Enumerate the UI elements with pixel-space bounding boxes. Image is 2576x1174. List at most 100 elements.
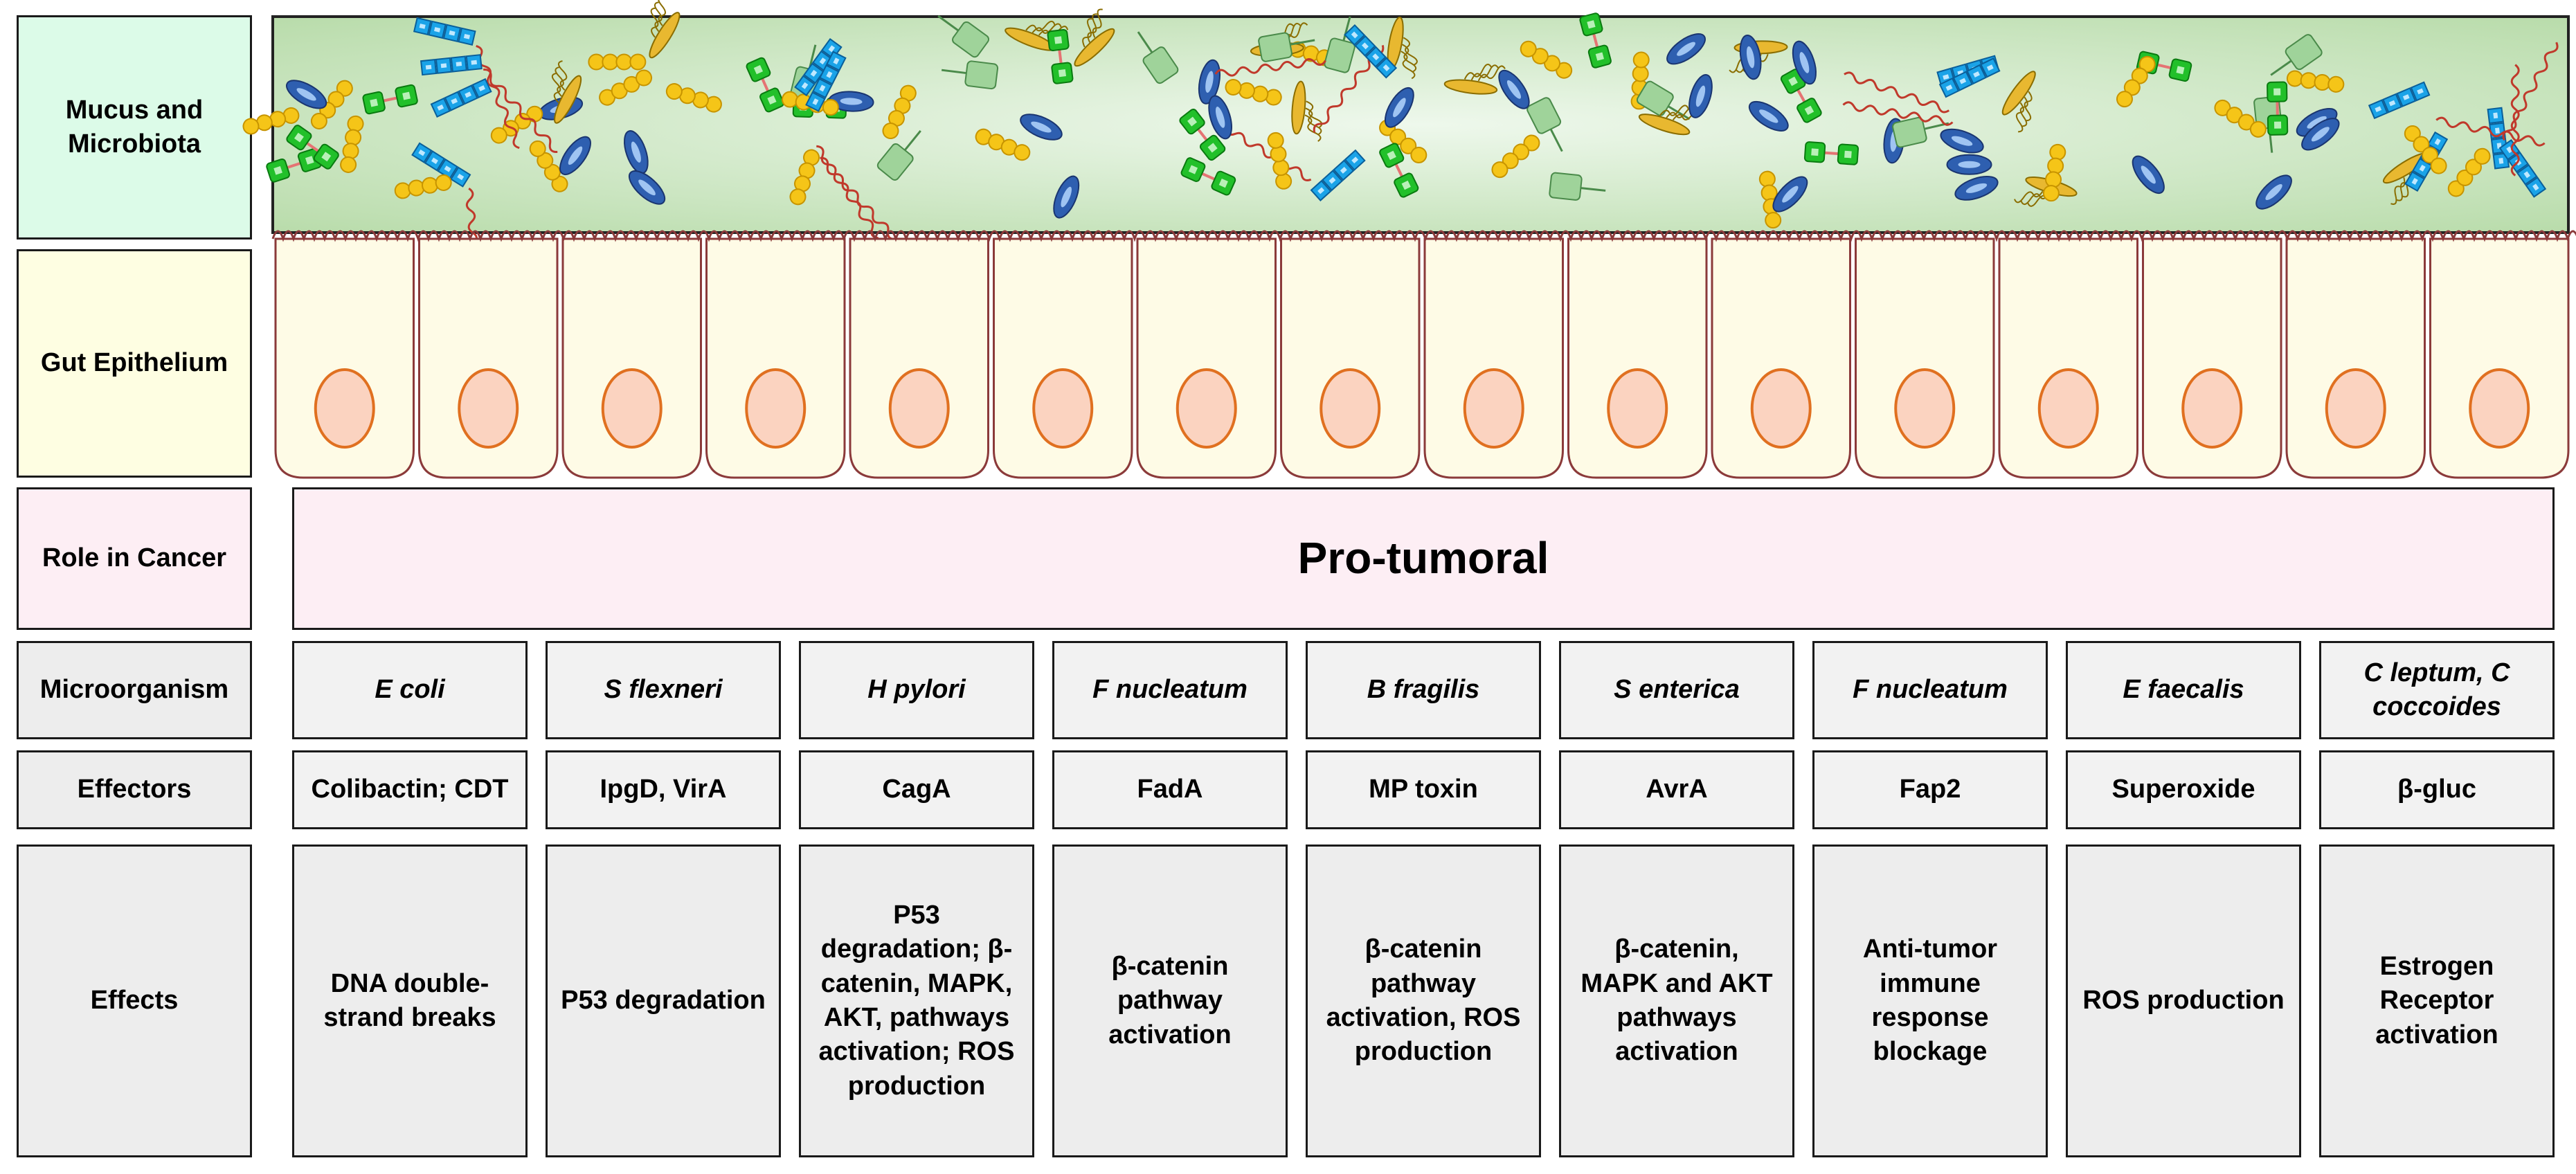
effect-cell: β-catenin pathway activation [1052, 845, 1288, 1157]
mucus-layer [271, 15, 2570, 234]
coccus-chain [529, 140, 568, 192]
row-label-effects: Effects [17, 845, 252, 1157]
blue-oval [1792, 40, 1817, 85]
spirochete [2502, 42, 2559, 141]
effector-cell: MP toxin [1306, 750, 1541, 829]
effector-cell: Superoxide [2066, 750, 2301, 829]
effect-cell: P53 degradation [546, 845, 781, 1157]
nucleus [2181, 368, 2243, 449]
nucleus [1894, 368, 1956, 449]
row-label-microorganism: Microorganism [17, 641, 252, 739]
blue-oval [1946, 154, 1992, 175]
epithelial-cell [705, 237, 846, 479]
green-diplococcus [1579, 12, 1612, 69]
pale-rod [1526, 97, 1563, 152]
effector-cell: Colibactin; CDT [292, 750, 528, 829]
green-diplococcus [1803, 141, 1859, 165]
coccus-chain [599, 69, 653, 106]
spirochete [2435, 116, 2546, 147]
blue-oval [2132, 155, 2165, 195]
epithelial-cell [274, 237, 415, 479]
nucleus [2469, 368, 2530, 449]
effect-cell: Estrogen Receptor activation [2319, 845, 2555, 1157]
nucleus [1032, 368, 1094, 449]
spirochete [483, 69, 558, 153]
coccus-chain [2286, 70, 2345, 93]
spirochete [820, 156, 896, 240]
epithelial-cell [1567, 237, 1708, 479]
effect-cell: β-catenin pathway activation, ROS produc… [1306, 845, 1541, 1157]
blue-chain [420, 54, 483, 76]
coccus-chain [789, 149, 820, 206]
nucleus [601, 368, 663, 449]
nucleus [1319, 368, 1381, 449]
coccus-chain [394, 174, 452, 199]
spirochete [1214, 58, 1326, 77]
epithelial-cell [2285, 237, 2426, 479]
blue-oval [1208, 95, 1232, 140]
blue-chain [2487, 107, 2510, 170]
flagellated-rod [649, 0, 681, 59]
microorganism-cell: C leptum, C coccoides [2319, 641, 2555, 739]
effect-cell: β-catenin, MAPK and AKT pathways activat… [1559, 845, 1794, 1157]
effect-cell: ROS production [2066, 845, 2301, 1157]
coccus-chain [588, 53, 647, 71]
coccus-chain [2116, 55, 2156, 108]
effect-cell: Anti-tumor immune response blockage [1812, 845, 2048, 1157]
effect-cell: P53 degradation; β-catenin, MAPK, AKT, p… [799, 845, 1034, 1157]
pale-rod [1324, 16, 1355, 73]
coccus-chain [1225, 79, 1282, 106]
coccus-chain [1520, 40, 1573, 79]
blue-oval [1198, 59, 1221, 105]
epithelial-cell [1280, 237, 1421, 479]
effector-cell: IpgD, VirA [546, 750, 781, 829]
microorganism-cell: E faecalis [2066, 641, 2301, 739]
spirochete [1844, 71, 1950, 114]
coccus-chain [975, 128, 1031, 161]
pale-rod [937, 15, 990, 58]
row-label-effectors: Effectors [17, 750, 252, 829]
green-diplococcus [1180, 157, 1236, 196]
spirochete [1842, 101, 1954, 126]
epithelial-cell [1711, 237, 1851, 479]
flagellated-rod [551, 60, 582, 124]
epithelial-cell [1998, 237, 2138, 479]
blue-oval [286, 80, 327, 109]
spirochete [2510, 64, 2520, 177]
pale-rod [1258, 32, 1315, 62]
nucleus [1176, 368, 1237, 449]
blue-oval [1384, 87, 1414, 128]
green-diplococcus [2267, 81, 2289, 136]
epithelial-cell [561, 237, 702, 479]
epithelial-cell [849, 237, 989, 479]
microorganism-cell: E coli [292, 641, 528, 739]
epithelial-cell [2142, 237, 2282, 479]
row-label-mucus: Mucus and Microbiota [17, 15, 252, 240]
microorganism-cell: S enterica [1559, 641, 1794, 739]
brush-border [271, 230, 2576, 242]
pale-rod [1137, 31, 1179, 84]
epithelial-cell [1136, 237, 1277, 479]
row-label-epithelium: Gut Epithelium [17, 249, 252, 478]
coccus-chain [665, 83, 722, 113]
coccus-chain [1267, 132, 1292, 190]
spirochete [816, 145, 879, 240]
effect-cell: DNA double-strand breaks [292, 845, 528, 1157]
blue-oval [1940, 128, 1984, 154]
pale-rod [1549, 172, 1606, 201]
green-diplococcus [1047, 28, 1074, 84]
blue-chain [1344, 24, 1398, 79]
microorganism-cell: F nucleatum [1052, 641, 1288, 739]
microbiota-group [242, 0, 2559, 300]
blue-oval [1739, 35, 1762, 80]
blue-chain [430, 78, 492, 118]
blue-oval [2255, 174, 2292, 210]
nucleus [458, 368, 519, 449]
role-pro-tumoral-box: Pro-tumoral [292, 487, 2555, 630]
effector-cell: CagA [799, 750, 1034, 829]
green-diplococcus [362, 84, 418, 115]
coccus-chain [1491, 134, 1540, 179]
effector-cell: FadA [1052, 750, 1288, 829]
blue-chain [805, 51, 847, 112]
epithelial-cell [418, 237, 559, 479]
